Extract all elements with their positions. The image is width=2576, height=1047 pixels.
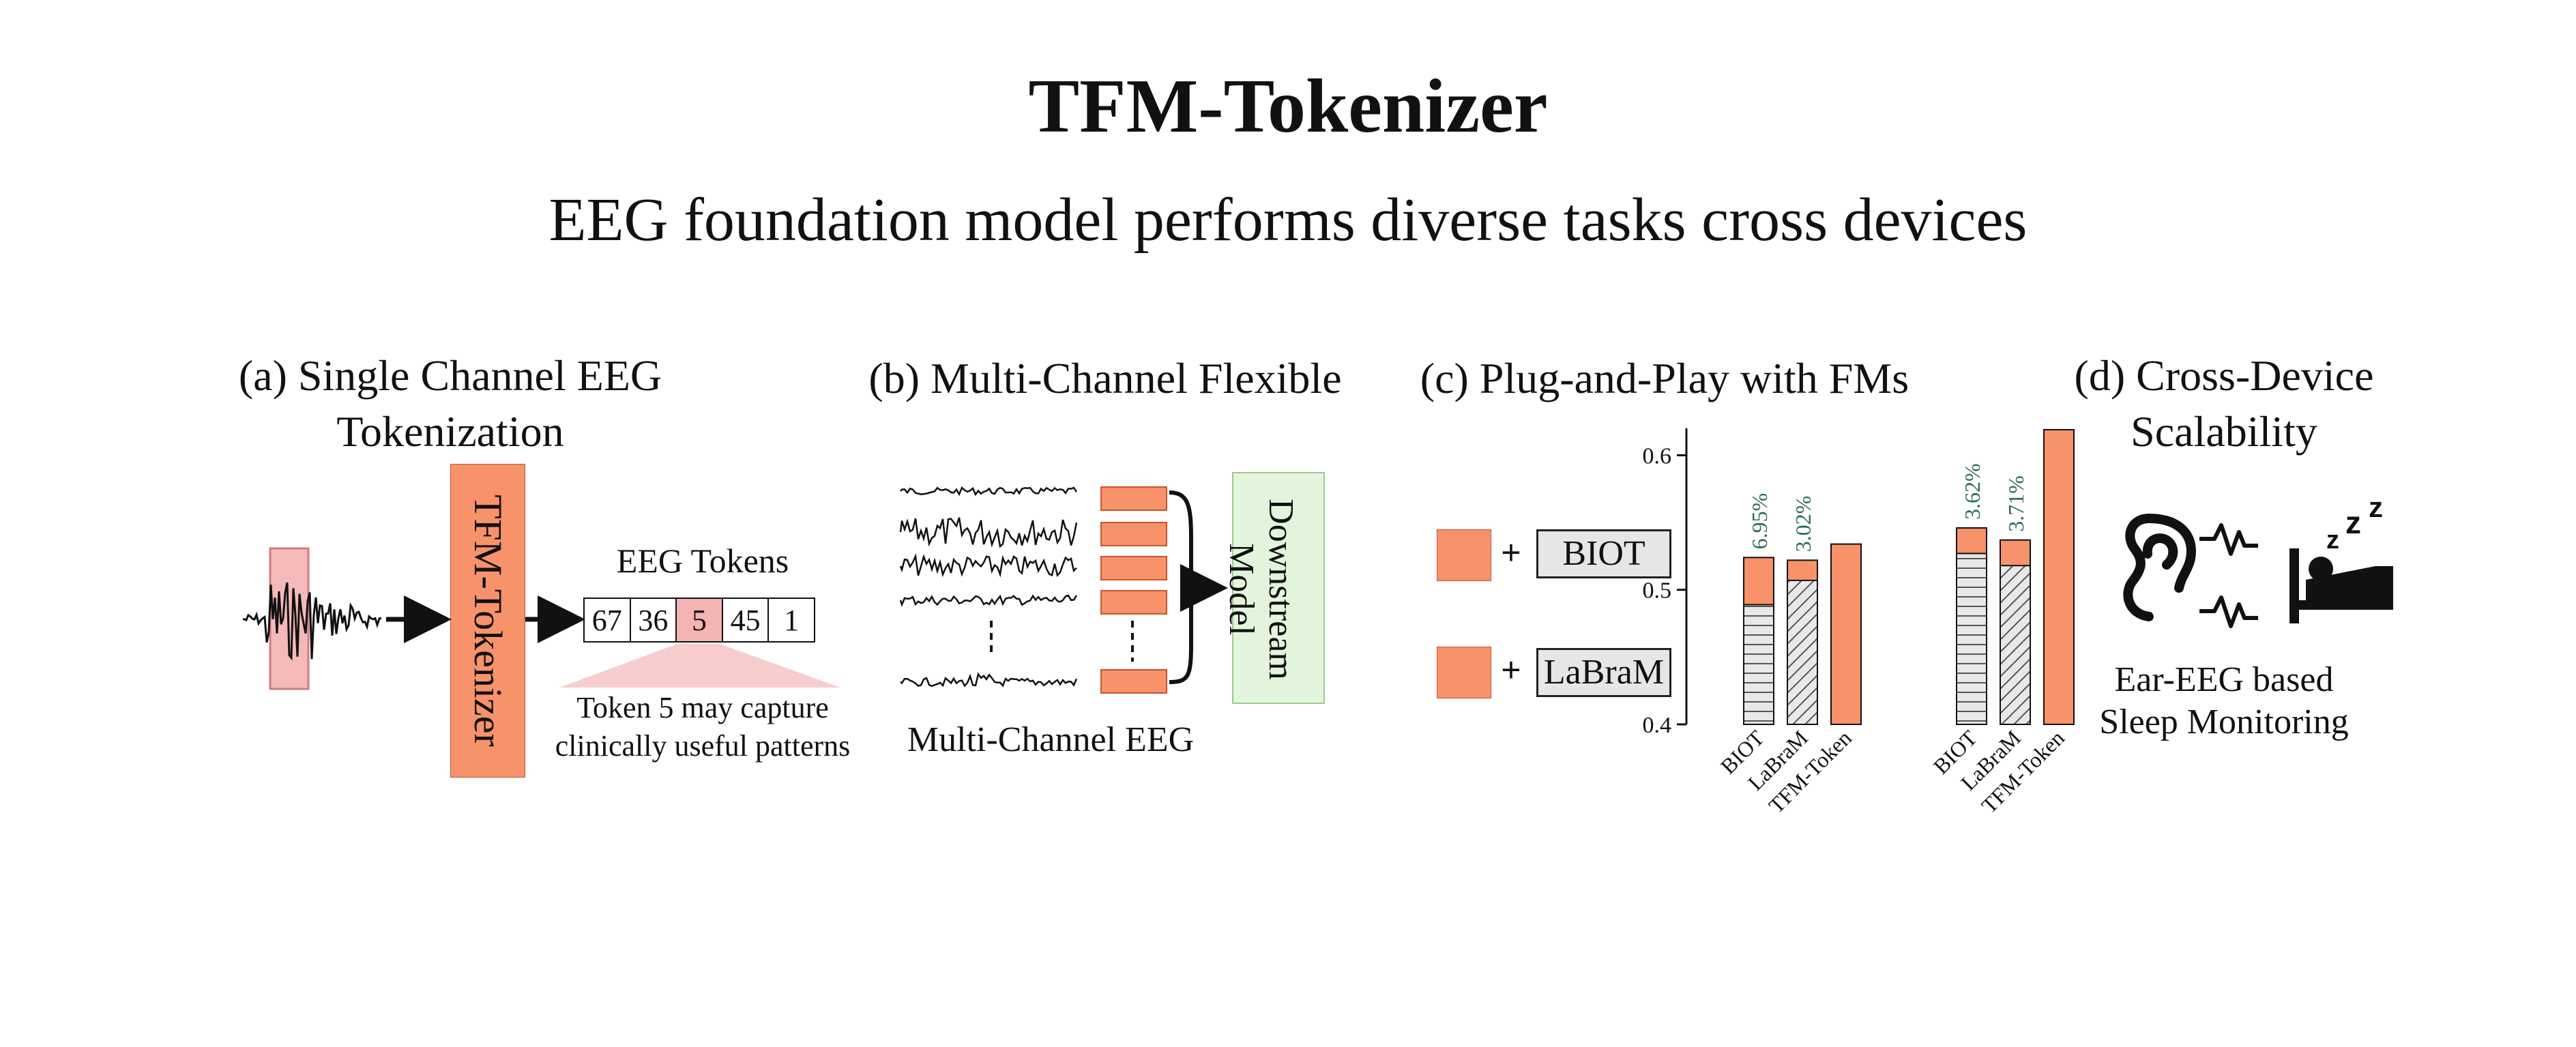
token-cell: 1	[784, 603, 800, 637]
panel-b-title: (b) Multi-Channel Flexible	[868, 354, 1342, 402]
y-tick-label: 0.4	[1643, 713, 1672, 738]
bar-baseline	[2000, 565, 2031, 726]
ear-icon	[2123, 514, 2196, 621]
token-row: 67 36 5 45 1	[583, 598, 815, 643]
token-cell-highlighted: 5	[677, 599, 723, 641]
legend-plus: +	[1501, 533, 1521, 572]
figure-subtitle: EEG foundation model performs diverse ta…	[548, 186, 2028, 254]
bar-baseline	[1787, 579, 1818, 725]
token-cell: 36	[631, 599, 677, 641]
multi-channel-eeg-label: Multi-Channel EEG	[907, 720, 1195, 759]
single-channel-eeg-signal	[242, 582, 382, 661]
bar-baseline	[1956, 552, 1987, 725]
eeg-channel-trace	[900, 486, 1078, 497]
channel-token-block	[1100, 590, 1167, 615]
panel-d-title: (d) Cross-Device Scalability	[2074, 351, 2374, 456]
legend-labram-box: LaBraM	[1536, 648, 1671, 697]
bar-total	[1830, 543, 1862, 725]
eeg-channel-trace	[899, 553, 1077, 578]
token-note: Token 5 may capture clinically useful pa…	[555, 691, 851, 763]
panel-c-title: (c) Plug-and-Play with FMs	[1420, 354, 1909, 402]
token-cell: 67	[585, 599, 631, 641]
token-stack	[1100, 486, 1167, 694]
eeg-channel-trace	[899, 517, 1078, 548]
merge-brace	[1169, 490, 1207, 684]
panel-d-caption: Ear-EEG based Sleep Monitoring	[2099, 660, 2349, 741]
legend-biot-box: BIOT	[1536, 529, 1671, 578]
channel-token-block	[1100, 486, 1167, 511]
token-cell: 45	[723, 599, 770, 641]
figure-title: TFM-Tokenizer	[1028, 64, 1548, 149]
svg-text:z: z	[2345, 505, 2361, 540]
performance-chart: 0.40.50.66.95%BIOT3.02%LaBraMTFM-Token3.…	[1643, 428, 2075, 818]
gain-label: 6.95%	[1747, 493, 1772, 550]
eeg-channel-trace	[899, 594, 1078, 608]
signal-wave-icon	[2199, 523, 2258, 628]
multi-channel-eeg-signals	[899, 486, 1078, 688]
eeg-channel-trace	[900, 672, 1078, 688]
svg-text:z: z	[2326, 526, 2339, 555]
bar-total	[2043, 428, 2075, 725]
bar-baseline	[1743, 604, 1774, 725]
y-tick-label: 0.6	[1643, 443, 1672, 469]
svg-text:z: z	[2369, 491, 2383, 523]
gain-label: 3.71%	[2004, 475, 2028, 532]
highlight-fan	[559, 644, 840, 688]
downstream-model-block: Downstream Model	[1222, 472, 1325, 704]
eeg-tokens-heading: EEG Tokens	[616, 542, 789, 580]
legend-swatch-tfm	[1437, 647, 1491, 698]
tfm-tokenizer-block: TFM-Tokenizer	[450, 464, 525, 778]
gain-label: 3.02%	[1791, 496, 1815, 552]
gain-label: 3.62%	[1960, 463, 1985, 520]
channel-token-block	[1100, 522, 1167, 546]
panel-a-title: (a) Single Channel EEG Tokenization	[238, 351, 662, 456]
legend-swatch-tfm	[1437, 529, 1491, 581]
sleeping-person-icon: z z z	[2289, 491, 2393, 623]
channel-token-block	[1100, 669, 1167, 694]
legend-plus: +	[1501, 651, 1521, 689]
channel-token-block	[1100, 556, 1167, 580]
y-tick-label: 0.5	[1643, 578, 1672, 604]
